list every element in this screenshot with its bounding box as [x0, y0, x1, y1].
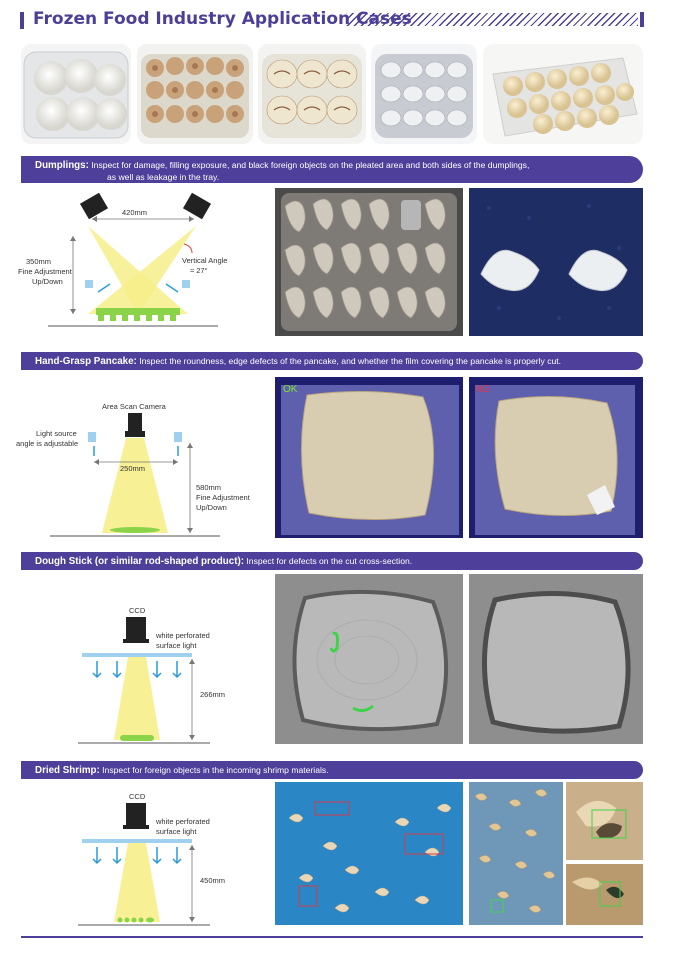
tray-photo-shumai [137, 44, 253, 144]
tray-photo-steamed-buns [21, 44, 131, 144]
section-desc-dumplings-2: as well as leakage in the tray. [107, 171, 220, 182]
dim-height-shrimp: 450mm [200, 876, 225, 885]
photo-dumpling-tray [275, 188, 463, 336]
section-name-shrimp: Dried Shrimp: [35, 765, 100, 776]
section-banner-dough: Dough Stick (or similar rod-shaped produ… [21, 552, 643, 570]
camera-label-pancake: Area Scan Camera [102, 402, 167, 411]
page-title: Frozen Food Industry Application Cases [33, 9, 412, 29]
section-desc-shrimp: Inspect for foreign objects in the incom… [102, 765, 329, 775]
diagram-shrimp: CCD white perforated surface light 450mm [78, 792, 225, 926]
section-desc-dumplings: Inspect for damage, filling exposure, an… [91, 160, 530, 170]
light-label-shrimp-2: surface light [156, 827, 197, 836]
dim-width-pancake: 250mm [120, 464, 145, 473]
dim-fine-pancake-1: Fine Adjustment [196, 493, 251, 502]
angle-label-dumplings-1: Vertical Angle [182, 256, 227, 265]
dim-height-dumplings: 350mm [26, 257, 51, 266]
title-end-bar [640, 12, 644, 27]
title-accent-bar [20, 12, 24, 29]
dim-fine-pancake-2: Up/Down [196, 503, 227, 512]
light-label-shrimp-1: white perforated [155, 817, 210, 826]
section-banner-shrimp: Dried Shrimp: Inspect for foreign object… [21, 761, 643, 779]
section-banner-dumplings: Dumplings: Inspect for damage, filling e… [21, 156, 643, 183]
diagram-pancake: Area Scan Camera Light source angle is a… [16, 402, 251, 537]
dim-height-dough: 266mm [200, 690, 225, 699]
section-desc-pancake: Inspect the roundness, edge defects of t… [139, 356, 562, 366]
ng-label: NG [475, 384, 490, 395]
tray-photo-round-buns [483, 44, 643, 144]
ok-label: OK [283, 384, 298, 395]
light-label-pancake-1: Light source [36, 429, 77, 438]
tray-photo-flower-buns [258, 44, 366, 144]
photo-shrimp-closeup-2 [566, 864, 643, 925]
section-name-pancake: Hand-Grasp Pancake: [35, 356, 137, 367]
light-label-dough-1: white perforated [155, 631, 210, 640]
dim-fine-dumplings-2: Up/Down [32, 277, 63, 286]
dim-width-dumplings: 420mm [122, 208, 147, 217]
diagram-dough: CCD white perforated surface light 266mm [78, 606, 225, 744]
photo-dough-normal [469, 574, 643, 744]
photo-pancake-ng: NG [469, 377, 643, 538]
footer-divider [21, 936, 643, 938]
dim-height-pancake: 580mm [196, 483, 221, 492]
section-banner-pancake: Hand-Grasp Pancake: Inspect the roundnes… [21, 352, 643, 370]
tray-photo-frozen-dumplings [371, 44, 477, 144]
section-desc-dough: Inspect for defects on the cut cross-sec… [246, 556, 413, 566]
photo-dumplings-blue [469, 188, 643, 336]
light-label-pancake-2: angle is adjustable [16, 439, 78, 448]
section-name-dough: Dough Stick (or similar rod-shaped produ… [35, 556, 245, 567]
angle-label-dumplings-2: ≈ 27° [190, 266, 208, 275]
dim-fine-dumplings-1: Fine Adjustment [18, 267, 73, 276]
photo-dough-defect [275, 574, 463, 744]
diagram-dumplings: 420mm 350mm Fine Adjustment Up/Down Vert… [18, 192, 227, 327]
photo-shrimp-overview [275, 782, 463, 925]
photo-shrimp-closeup-1 [566, 782, 643, 860]
section-name-dumplings: Dumplings: [35, 160, 89, 171]
light-label-dough-2: surface light [156, 641, 197, 650]
ccd-label-shrimp: CCD [129, 792, 146, 801]
photo-shrimp-pile [469, 782, 563, 925]
title-hatch-decoration [346, 13, 638, 26]
photo-pancake-ok: OK [275, 377, 463, 538]
ccd-label-dough: CCD [129, 606, 146, 615]
